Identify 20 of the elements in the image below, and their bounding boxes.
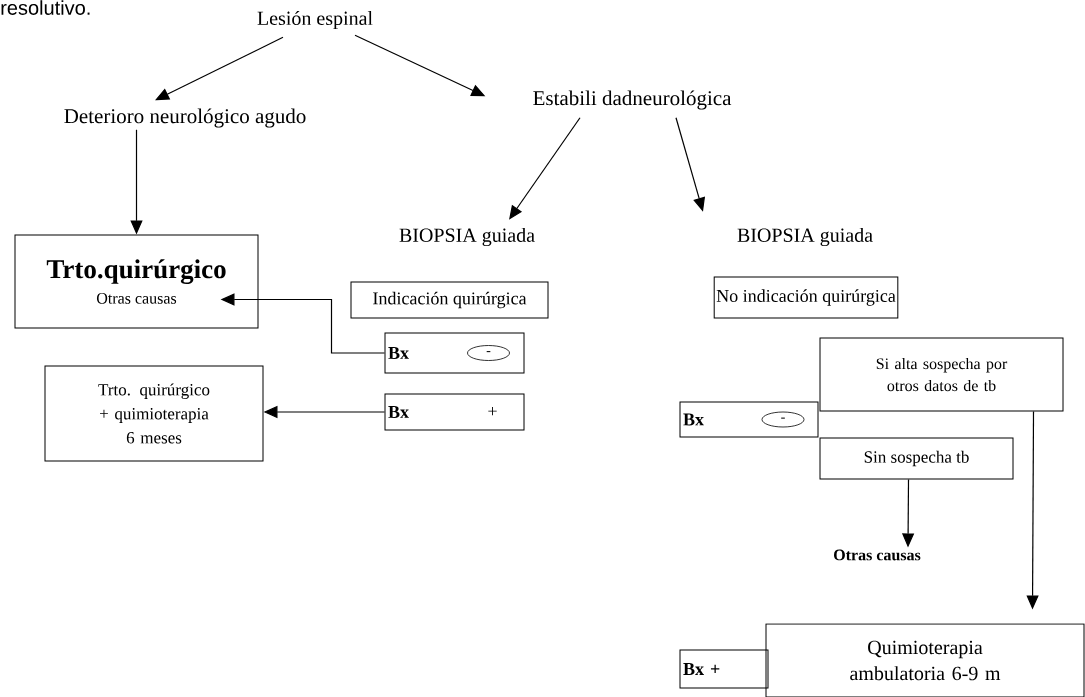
text-label: BIOPSIA guiada [737,227,873,247]
sign-label: + [488,406,497,416]
text-label: Otras causas [834,549,921,561]
process-box: Sin sospecha tb [819,437,1014,480]
text-label: BIOPSIA guiada [399,227,535,247]
process-box: Trto.quirúrgico Otras causas [14,234,259,329]
process-box: Quimioterapia ambulatoria 6-9 m [765,623,1085,697]
process-box: Si alta sospecha por otros datos de tb [819,337,1064,412]
text-label: Lesión espinal [257,10,373,30]
arrow [509,117,581,220]
oval-sign: - [467,345,510,361]
text-label: resolutivo. [1,0,90,15]
result-box: Bx + [679,649,769,689]
arrow [155,36,284,101]
text-label: Estabili dadneurológica [533,90,732,110]
oval-sign: - [761,411,805,428]
process-box: Trto. quirúrgico + quimioterapia 6 meses [44,365,264,462]
text-label: Deterioro neurológico agudo [64,108,306,128]
process-box: Indicación quirúrgica [350,281,549,319]
process-box: No indicación quirúrgica [713,276,899,319]
